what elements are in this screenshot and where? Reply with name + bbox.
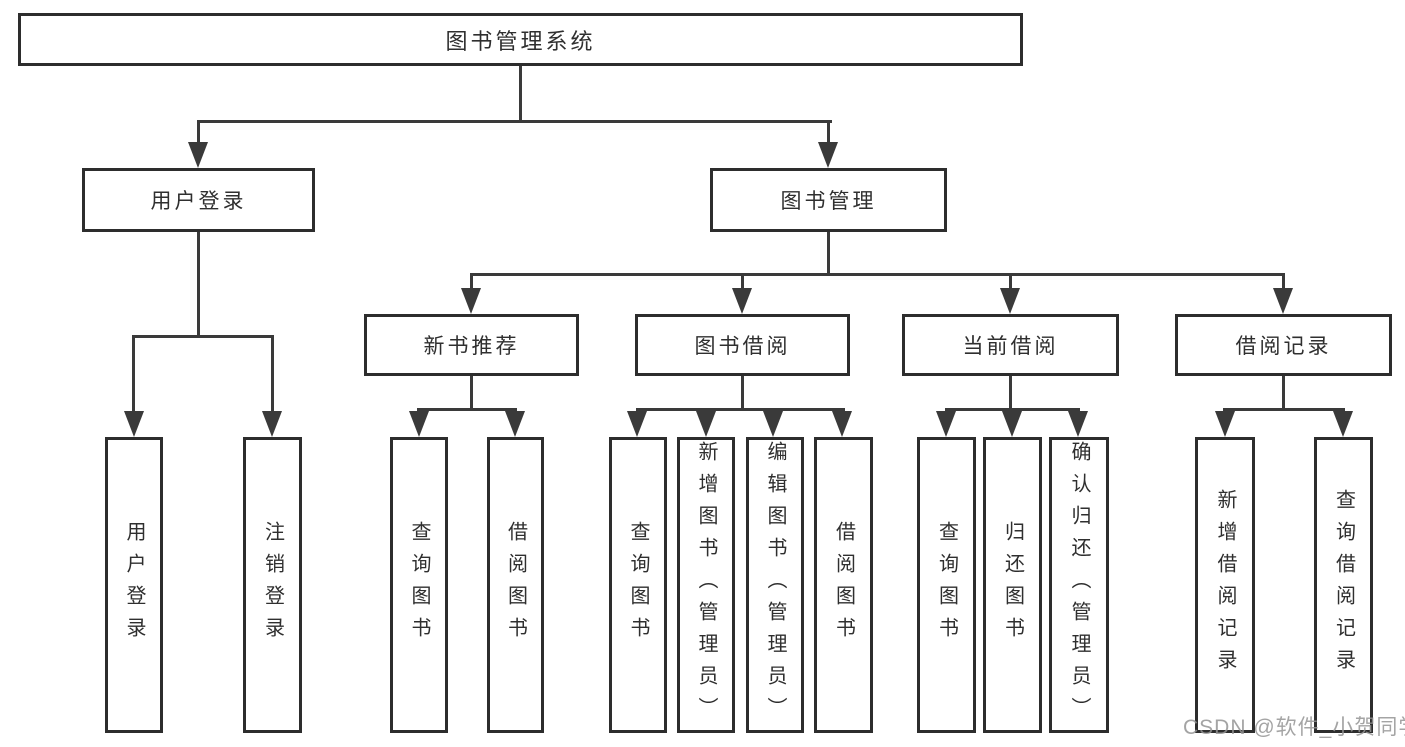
node-new-book-recommend: 新书推荐: [364, 314, 579, 376]
arrowhead-to-new-book: [461, 288, 481, 314]
arrowhead-to-query-books-1: [409, 411, 429, 437]
arrowhead-to-query-record: [1333, 411, 1353, 437]
node-book-management: 图书管理: [710, 168, 947, 232]
connector-root-branch: [197, 120, 832, 123]
node-current-borrowing: 当前借阅: [902, 314, 1119, 376]
leaf-add-borrow-record: 新增借阅记录: [1195, 437, 1255, 733]
connector-borrow-record-stem: [1282, 376, 1285, 408]
connector-current-borrow-stem: [1009, 376, 1012, 408]
arrowhead-to-current-borrow: [1000, 288, 1020, 314]
arrowhead-to-query-books-2: [627, 411, 647, 437]
leaf-return-books: 归还图书: [983, 437, 1042, 733]
connector-to-leaf-logout: [271, 335, 274, 414]
arrowhead-to-leaf-user-login: [124, 411, 144, 437]
arrowhead-to-borrow-books-1: [505, 411, 525, 437]
node-root: 图书管理系统: [18, 13, 1023, 66]
connector-to-borrow-record: [1282, 273, 1285, 292]
node-book-borrowing: 图书借阅: [635, 314, 850, 376]
arrowhead-to-return-books: [1002, 411, 1022, 437]
connector-borrow-record-branch: [1223, 408, 1345, 411]
connector-to-user-login: [197, 120, 200, 146]
node-borrowing-records: 借阅记录: [1175, 314, 1392, 376]
arrowhead-to-add-record: [1215, 411, 1235, 437]
leaf-user-login: 用户登录: [105, 437, 163, 733]
leaf-query-books-1: 查询图书: [390, 437, 448, 733]
leaf-edit-books-admin: 编辑图书（管理员）: [746, 437, 804, 733]
connector-user-login-stem: [197, 232, 200, 335]
connector-new-book-branch: [417, 408, 517, 411]
arrowhead-to-borrow-record: [1273, 288, 1293, 314]
leaf-logout: 注销登录: [243, 437, 302, 733]
connector-book-borrow-branch: [636, 408, 845, 411]
arrowhead-to-add-books: [696, 411, 716, 437]
leaf-borrow-books-2: 借阅图书: [814, 437, 873, 733]
arrowhead-to-book-borrow: [732, 288, 752, 314]
leaf-add-books-admin: 新增图书（管理员）: [677, 437, 735, 733]
connector-book-borrow-stem: [741, 376, 744, 408]
connector-to-current-borrow: [1009, 273, 1012, 292]
connector-user-login-branch: [132, 335, 274, 338]
arrowhead-to-user-login: [188, 142, 208, 168]
arrowhead-to-confirm-return: [1068, 411, 1088, 437]
node-user-login: 用户登录: [82, 168, 315, 232]
arrowhead-to-book-management: [818, 142, 838, 168]
arrowhead-to-query-books-3: [936, 411, 956, 437]
connector-book-management-stem: [827, 232, 830, 273]
connector-to-leaf-user-login: [132, 335, 135, 414]
leaf-query-books-2: 查询图书: [609, 437, 667, 733]
arrowhead-to-borrow-books-2: [832, 411, 852, 437]
connector-to-book-management: [827, 120, 830, 146]
connector-to-new-book: [470, 273, 473, 292]
leaf-borrow-books-1: 借阅图书: [487, 437, 544, 733]
watermark-text: CSDN @软件_小贺同学: [1183, 716, 1405, 739]
connector-to-book-borrow: [741, 273, 744, 292]
leaf-confirm-return-admin: 确认归还（管理员）: [1049, 437, 1109, 733]
leaf-query-borrow-record: 查询借阅记录: [1314, 437, 1373, 733]
connector-root-stem: [519, 66, 522, 120]
connector-book-management-branch: [470, 273, 1285, 276]
arrowhead-to-leaf-logout: [262, 411, 282, 437]
connector-new-book-stem: [470, 376, 473, 408]
leaf-query-books-3: 查询图书: [917, 437, 976, 733]
arrowhead-to-edit-books: [763, 411, 783, 437]
